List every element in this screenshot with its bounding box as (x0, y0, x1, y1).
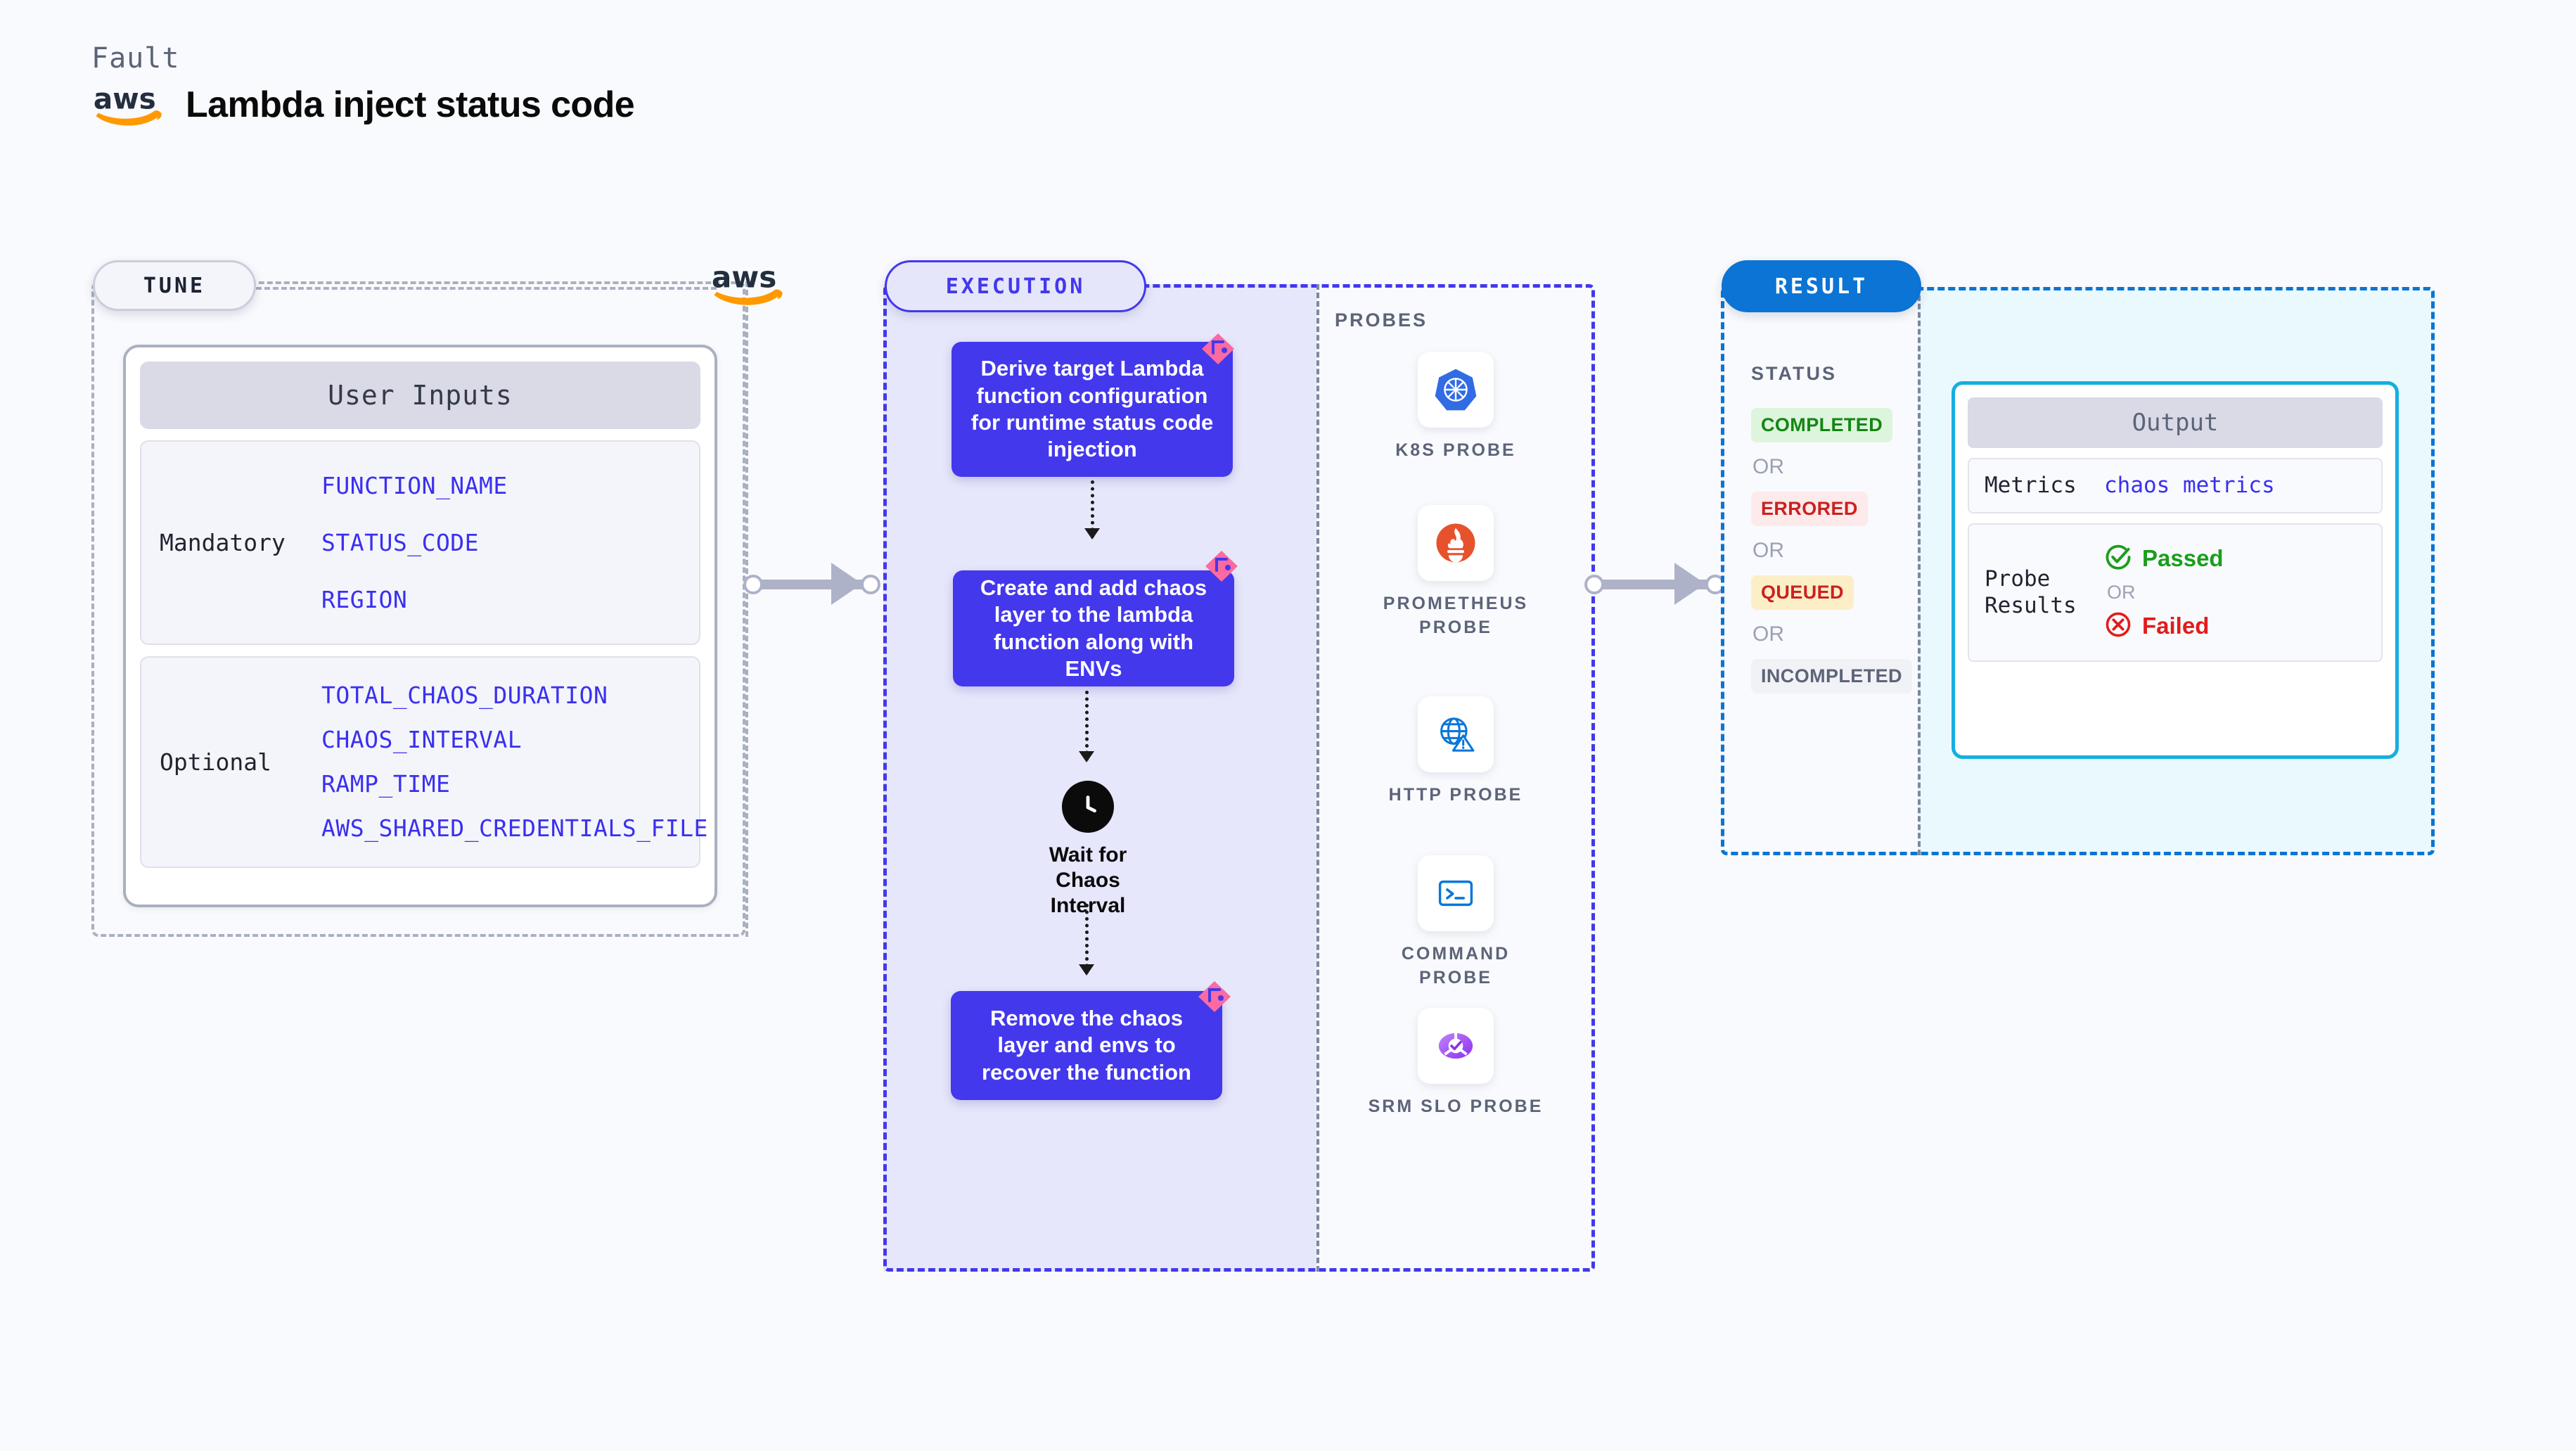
input-status-code: STATUS_CODE (321, 529, 480, 556)
probe-label: HTTP PROBE (1388, 785, 1523, 805)
flow-node-derive[interactable]: Derive target Lambda function configurat… (951, 342, 1233, 477)
status-badge-errored: ERRORED (1751, 492, 1868, 526)
flow-node-remove-chaos-layer[interactable]: Remove the chaos layer and envs to recov… (951, 991, 1222, 1100)
optional-label: Optional (160, 748, 271, 776)
svg-text:aws: aws (712, 260, 777, 295)
aws-logo: aws (91, 79, 167, 131)
wait-for-chaos-interval-node: Wait for Chaos Interval (1021, 781, 1155, 919)
http-globe-warning-icon (1418, 696, 1494, 772)
output-probe-results-row: Probe Results Passed OR (1968, 523, 2383, 662)
user-inputs-card: User Inputs Mandatory FUNCTION_NAME STAT… (123, 345, 717, 907)
optional-inputs-group: Optional TOTAL_CHAOS_DURATION CHAOS_INTE… (140, 656, 707, 869)
mandatory-label: Mandatory (160, 529, 286, 556)
output-card: Output Metrics chaos metrics Probe Resul… (1952, 381, 2399, 759)
probes-separator (1316, 284, 1319, 1272)
probe-passed-label: Passed (2142, 545, 2224, 572)
probe-prometheus[interactable]: PROMETHEUS PROBE (1364, 505, 1547, 640)
output-title: Output (1968, 397, 2383, 448)
kubernetes-icon (1418, 352, 1494, 428)
result-separator (1918, 287, 1921, 855)
input-chaos-interval: CHAOS_INTERVAL (321, 726, 523, 753)
probe-label: PROMETHEUS PROBE (1383, 594, 1529, 637)
probe-label: SRM SLO PROBE (1368, 1097, 1544, 1116)
user-inputs-title: User Inputs (140, 362, 700, 429)
tune-panel-boundary (91, 281, 745, 937)
flow-arrow-1 (1084, 480, 1100, 539)
input-aws-shared-credentials-file: AWS_SHARED_CREDENTIALS_FILE (321, 814, 708, 842)
probe-srm-slo[interactable]: SRM SLO PROBE (1364, 1008, 1547, 1119)
connector-start-dot (743, 575, 763, 594)
clock-icon (1062, 781, 1114, 833)
tune-top-dashed-line (256, 287, 717, 290)
x-circle-icon (2104, 611, 2132, 642)
metrics-key: Metrics (1985, 473, 2077, 498)
status-list: COMPLETED OR ERRORED OR QUEUED OR INCOMP… (1751, 408, 1913, 693)
status-or-3: OR (1752, 622, 1784, 646)
input-region: REGION (321, 586, 408, 613)
svg-text:aws: aws (94, 82, 156, 115)
connector-end-dot (861, 575, 880, 594)
status-badge-incompleted: INCOMPLETED (1751, 659, 1912, 693)
result-status-fill (1721, 287, 1918, 855)
probe-or-label: OR (2107, 581, 2136, 603)
probe-failed-label: Failed (2142, 613, 2210, 639)
check-circle-icon (2104, 543, 2132, 575)
execution-panel-tag[interactable]: EXECUTION (885, 260, 1146, 312)
mandatory-inputs-group: Mandatory FUNCTION_NAME STATUS_CODE REGI… (140, 440, 700, 645)
input-ramp-time: RAMP_TIME (321, 770, 451, 798)
tune-right-dashed-line (745, 281, 748, 937)
connector-tune-to-execution (743, 563, 880, 605)
probes-section-title: PROBES (1335, 309, 1428, 331)
page-title: Lambda inject status code (186, 84, 635, 125)
probe-label: COMMAND PROBE (1401, 944, 1511, 987)
result-panel-tag[interactable]: RESULT (1722, 260, 1921, 312)
status-or-1: OR (1752, 455, 1784, 478)
connector-start-dot (1584, 575, 1604, 594)
probe-http[interactable]: HTTP PROBE (1364, 696, 1547, 807)
flow-node-create-chaos-layer[interactable]: Create and add chaos layer to the lambda… (953, 570, 1234, 686)
input-total-chaos-duration: TOTAL_CHAOS_DURATION (321, 682, 608, 709)
probe-label: K8S PROBE (1395, 440, 1516, 460)
status-badge-completed: COMPLETED (1751, 408, 1893, 442)
flow-arrow-2 (1079, 691, 1094, 762)
probe-command[interactable]: COMMAND PROBE (1364, 855, 1547, 990)
input-function-name: FUNCTION_NAME (321, 472, 508, 499)
output-metrics-row: Metrics chaos metrics (1968, 458, 2383, 513)
prometheus-icon (1418, 505, 1494, 581)
srm-slo-icon (1418, 1008, 1494, 1084)
terminal-icon (1418, 855, 1494, 931)
execution-panel-boundary (883, 284, 1595, 1272)
connector-execution-to-result (1584, 563, 1725, 605)
probe-k8s[interactable]: K8S PROBE (1364, 352, 1547, 463)
probe-results-key: Probe Results (1985, 565, 2077, 619)
flow-arrow-3 (1079, 904, 1094, 976)
tune-aws-logo: aws (710, 252, 788, 315)
tune-panel-tag[interactable]: TUNE (93, 260, 256, 311)
metrics-value[interactable]: chaos metrics (2104, 473, 2275, 499)
fault-kind-label: Fault (91, 42, 180, 75)
status-or-2: OR (1752, 539, 1784, 562)
page-header: Fault aws Lambda inject status code (91, 42, 635, 131)
status-badge-queued: QUEUED (1751, 575, 1854, 610)
status-section-title: STATUS (1751, 363, 1837, 384)
result-panel-boundary (1721, 287, 2435, 855)
